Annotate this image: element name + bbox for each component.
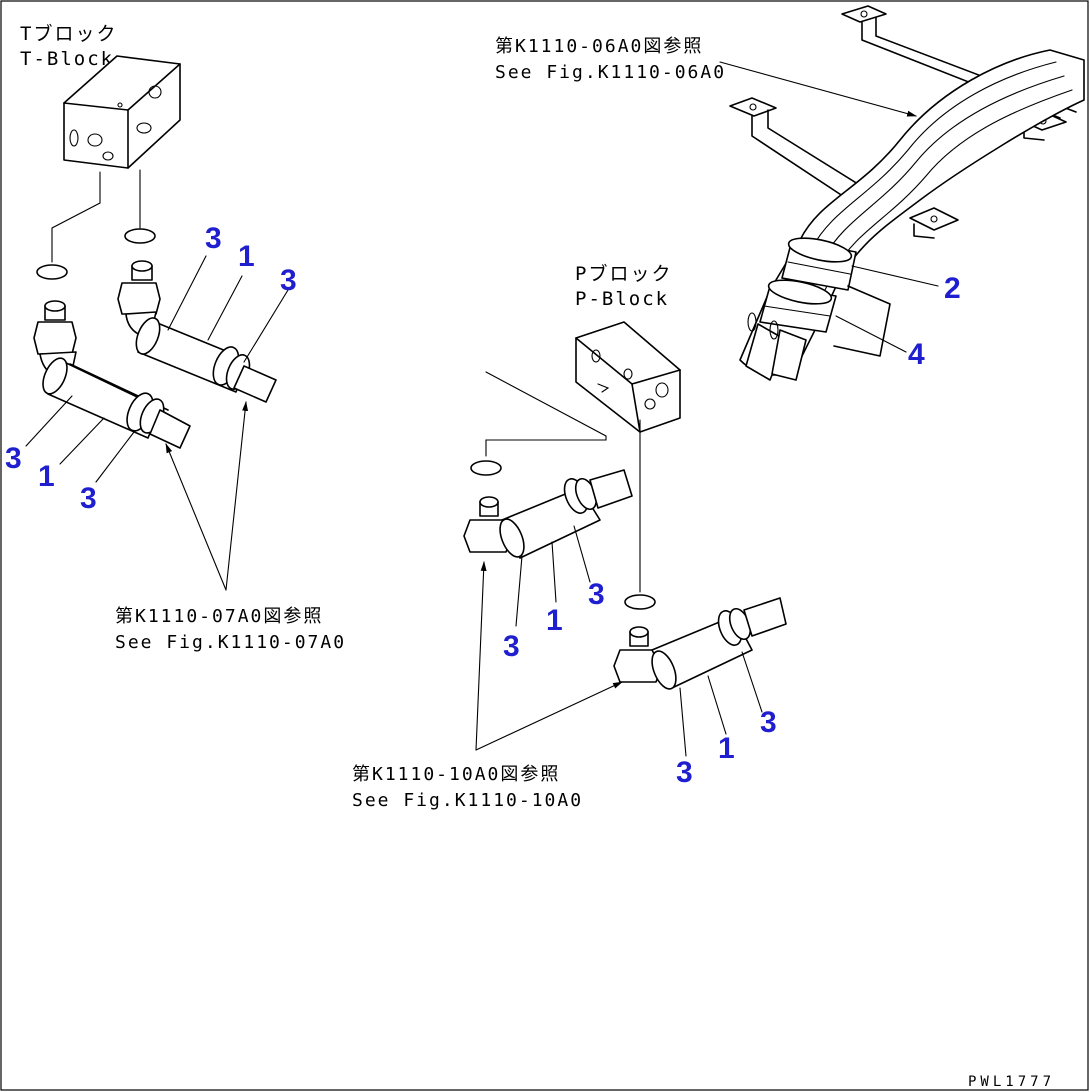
p-block-label-en: P-Block xyxy=(575,288,669,310)
svg-text:第K1110-07A0図参照: 第K1110-07A0図参照 xyxy=(115,606,323,627)
p-block-port-line-1 xyxy=(485,371,607,457)
callout-3: 3 xyxy=(760,706,777,739)
p-block xyxy=(575,321,681,433)
reference-arrow xyxy=(475,561,487,751)
svg-text:See Fig.K1110-10A0: See Fig.K1110-10A0 xyxy=(352,790,583,811)
drawing-code: PWL1777 xyxy=(968,1074,1055,1090)
leader-line xyxy=(835,315,907,353)
callout-1: 1 xyxy=(546,604,563,637)
hose-fitting-left-2 xyxy=(117,260,277,403)
reference-arrow xyxy=(225,401,249,591)
hose-fitting-p-2 xyxy=(613,597,787,690)
callout-1: 1 xyxy=(238,240,255,273)
o-ring xyxy=(36,264,68,280)
hose-fitting-p-1 xyxy=(463,469,633,559)
o-ring xyxy=(124,228,156,244)
leader-line xyxy=(551,541,557,603)
leader-line xyxy=(207,275,243,341)
svg-text:See Fig.K1110-07A0: See Fig.K1110-07A0 xyxy=(115,632,346,653)
callout-1: 1 xyxy=(718,732,735,765)
callout-3: 3 xyxy=(503,630,520,663)
t-block-label: Tブロック T-Block xyxy=(20,22,117,70)
svg-text:See Fig.K1110-06A0: See Fig.K1110-06A0 xyxy=(495,62,726,83)
leader-line xyxy=(707,675,727,735)
leader-line xyxy=(167,255,207,331)
leader-line xyxy=(59,417,105,465)
svg-text:第K1110-06A0図参照: 第K1110-06A0図参照 xyxy=(495,36,703,57)
callout-3: 3 xyxy=(676,756,693,789)
leader-line xyxy=(573,525,591,583)
t-block xyxy=(63,55,181,169)
hose-fitting-left-1 xyxy=(33,300,191,449)
callout-4: 4 xyxy=(908,338,925,371)
reference-note-10a0: 第K1110-10A0図参照 See Fig.K1110-10A0 xyxy=(352,764,583,811)
svg-text:第K1110-10A0図参照: 第K1110-10A0図参照 xyxy=(352,764,560,785)
hose-bundle xyxy=(739,49,1085,381)
p-block-label: Pブロック P-Block xyxy=(575,262,672,310)
callout-3: 3 xyxy=(5,442,22,475)
leader-line xyxy=(95,431,135,483)
callout-3: 3 xyxy=(80,482,97,515)
t-block-port-line-1 xyxy=(51,171,101,263)
leader-line xyxy=(25,395,73,447)
callout-3: 3 xyxy=(588,578,605,611)
leader-line xyxy=(515,555,523,627)
reference-arrow xyxy=(165,443,227,591)
leader-line xyxy=(851,265,939,287)
callout-1: 1 xyxy=(38,460,55,493)
reference-arrow xyxy=(719,61,917,117)
callout-2: 2 xyxy=(944,272,961,305)
p-block-label-jp: Pブロック xyxy=(575,262,672,285)
t-block-label-jp: Tブロック xyxy=(20,22,117,45)
o-ring xyxy=(470,460,502,476)
reference-note-07a0: 第K1110-07A0図参照 See Fig.K1110-07A0 xyxy=(115,606,346,653)
leader-line xyxy=(741,651,763,713)
leader-line xyxy=(679,687,687,757)
callout-3: 3 xyxy=(280,264,297,297)
callout-3: 3 xyxy=(205,222,222,255)
o-ring xyxy=(624,594,656,610)
reference-arrow xyxy=(475,681,623,751)
leader-line xyxy=(243,289,289,363)
reference-note-06a0: 第K1110-06A0図参照 See Fig.K1110-06A0 xyxy=(495,36,726,83)
t-block-label-en: T-Block xyxy=(20,48,114,70)
